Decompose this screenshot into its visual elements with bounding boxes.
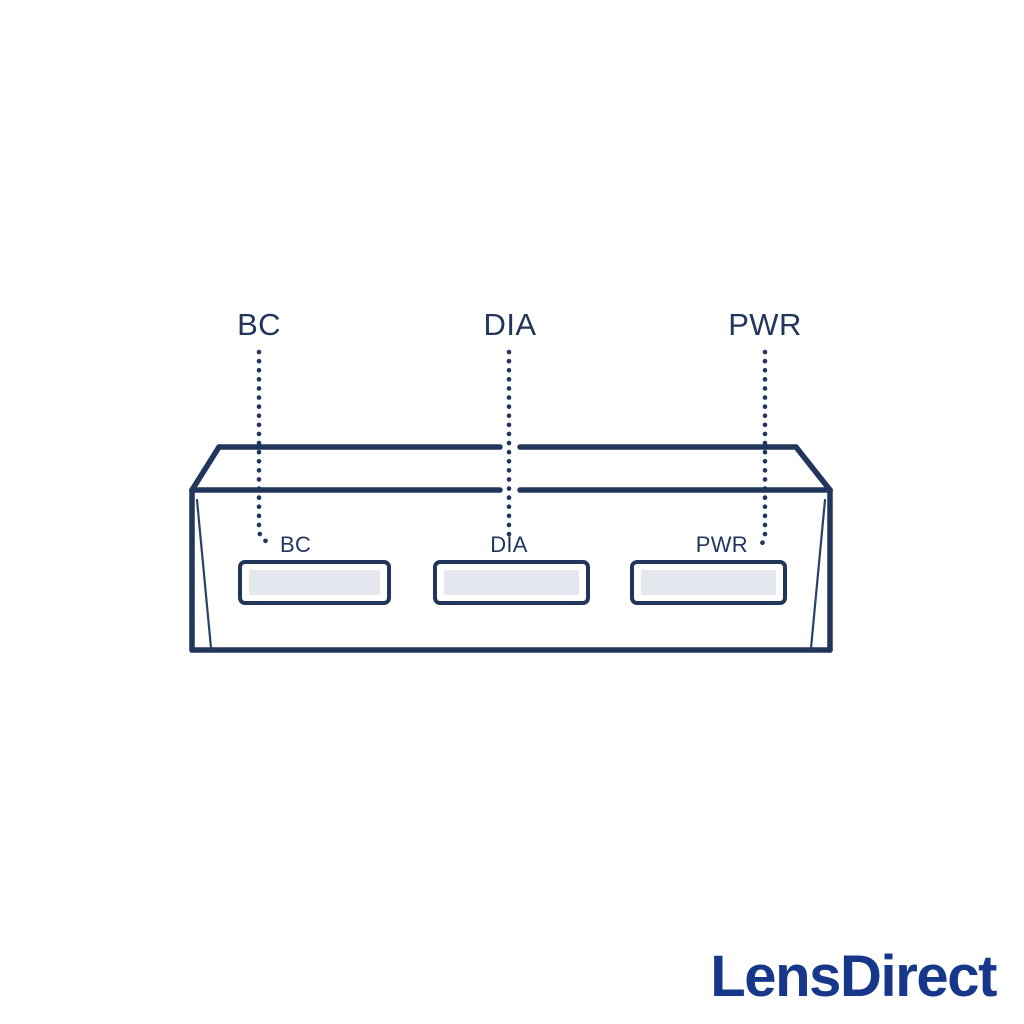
box-inner-fold-left: [195, 498, 213, 650]
callout-labels: BC DIA PWR: [237, 307, 802, 342]
box-bevel-left: [189, 444, 222, 493]
box-bevel-right: [793, 444, 833, 493]
field-label-dia: DIA: [490, 532, 528, 557]
leader-line-bc: [256, 349, 269, 544]
field-box-bc-fill: [249, 570, 380, 595]
field-box-pwr[interactable]: [630, 560, 787, 605]
box-inner-fold-right: [809, 498, 827, 650]
field-box-bc[interactable]: [238, 560, 391, 605]
field-box-dia[interactable]: [433, 560, 590, 605]
field-labels: BC DIA PWR: [280, 532, 748, 557]
leader-lines: [256, 349, 768, 549]
field-label-bc: BC: [280, 532, 311, 557]
brand-logo-lensdirect: LensDirect: [710, 944, 997, 1009]
field-boxes: [238, 560, 787, 605]
callout-label-dia: DIA: [484, 307, 537, 342]
field-label-pwr: PWR: [696, 532, 748, 557]
callout-label-pwr: PWR: [728, 307, 802, 342]
field-box-pwr-fill: [641, 570, 776, 595]
callout-label-bc: BC: [237, 307, 281, 342]
box-body: [189, 444, 833, 653]
leader-line-pwr: [755, 349, 768, 549]
field-box-dia-fill: [444, 570, 579, 595]
